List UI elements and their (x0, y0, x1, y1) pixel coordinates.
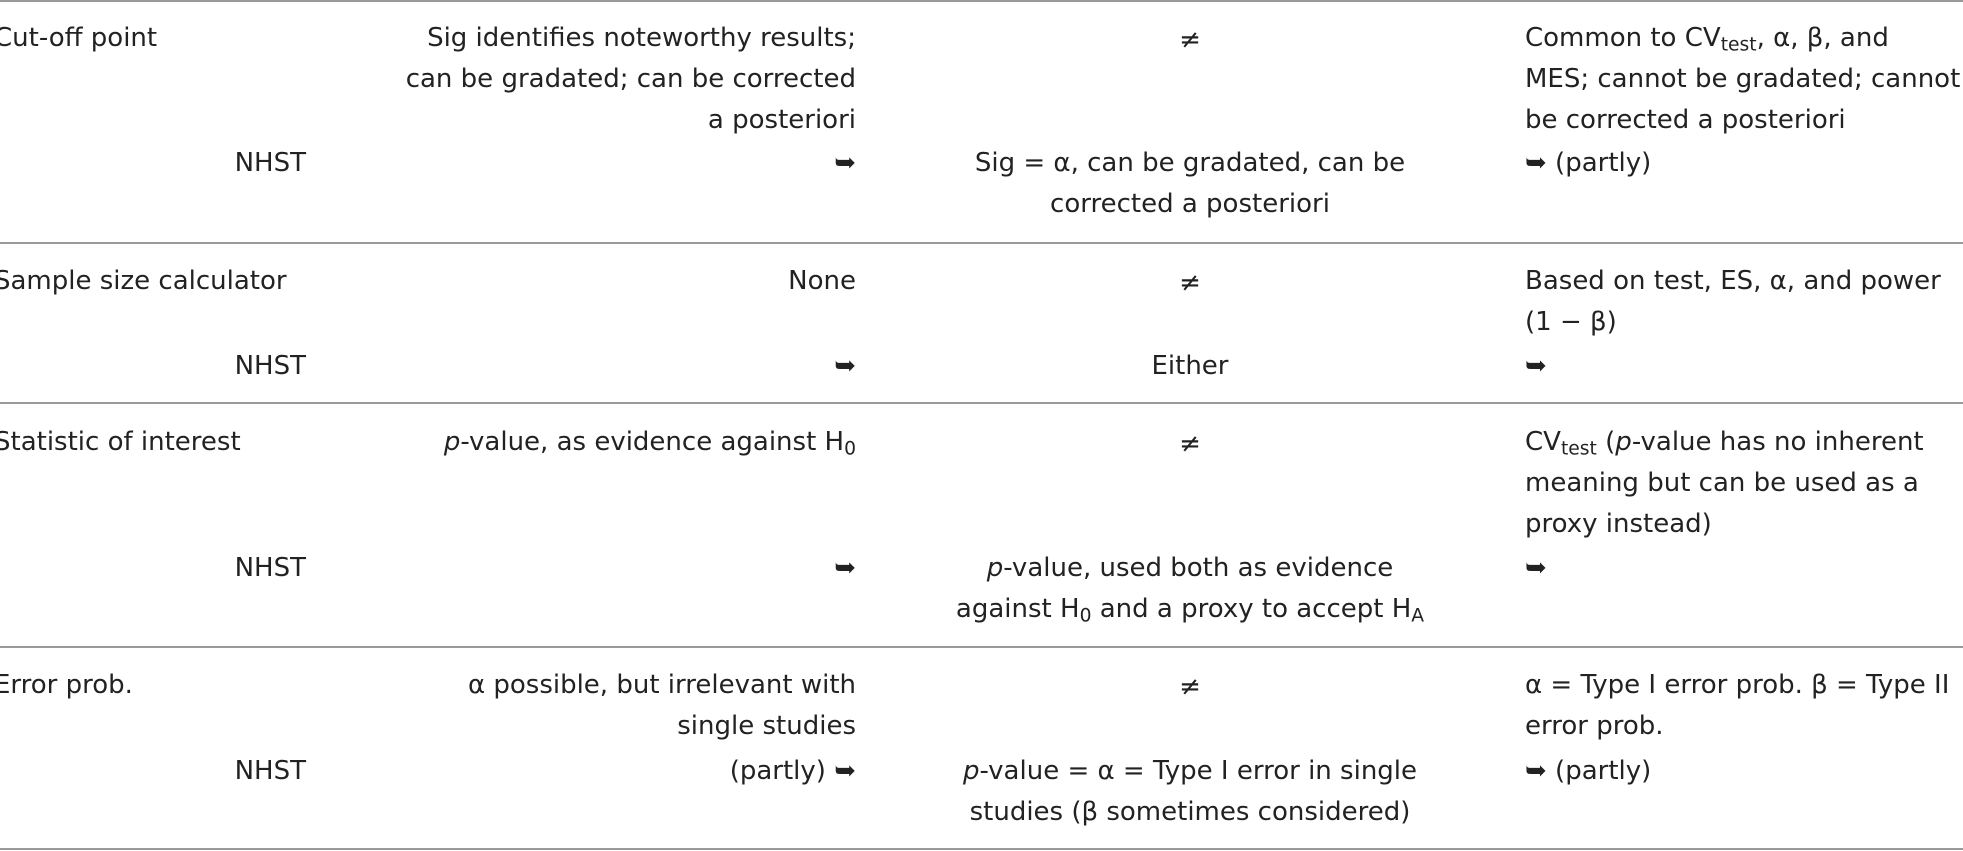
nhst-label: NHST (234, 553, 306, 583)
fisher-line: single studies (677, 711, 856, 741)
criterion-label: Sample size calculator (0, 266, 287, 296)
row-divider (0, 242, 1963, 244)
row-divider (0, 848, 1963, 850)
nhst-label: NHST (234, 351, 306, 381)
criterion-label: Statistic of interest (0, 427, 241, 457)
neyman-pearson-cell: Common to CVtest, α, β, and MES; cannot … (1525, 18, 1963, 141)
neyman-pearson-cell: Based on test, ES, α, and power (1 − β) (1525, 261, 1963, 343)
np-line: (1 − β) (1525, 307, 1617, 337)
nhst-cell: p-value, used both as evidence against H… (880, 548, 1500, 630)
np-line: Common to CVtest, α, β, and (1525, 23, 1889, 56)
row-divider (0, 646, 1963, 648)
nhst-line: corrected a posteriori (1050, 189, 1330, 219)
nhst-np-cell: ➥ (1525, 351, 1547, 381)
neyman-pearson-cell: CVtest (p-value has no inherent meaning … (1525, 422, 1963, 545)
np-line: be corrected a posteriori (1525, 105, 1846, 135)
arrow-icon: (partly) ➥ (729, 756, 856, 786)
fisher-cell: Sig identifies noteworthy results; can b… (360, 18, 856, 141)
nhst-np-cell: ➥ (partly) (1525, 148, 1652, 178)
row-divider (0, 402, 1963, 404)
np-line: Based on test, ES, α, and power (1525, 266, 1941, 296)
np-line: MES; cannot be gradated; cannot (1525, 64, 1961, 94)
nhst-label: NHST (234, 148, 306, 178)
nhst-cell: Either (1151, 351, 1229, 381)
comparison-symbol: ≠ (1179, 429, 1201, 459)
np-line: CVtest (p-value has no inherent (1525, 427, 1924, 460)
np-line: α = Type I error prob. β = Type II (1525, 670, 1950, 700)
fisher-line: Sig identifies noteworthy results; (427, 23, 856, 53)
nhst-line: Sig = α, can be gradated, can be (974, 148, 1406, 178)
fisher-cell: α possible, but irrelevant with single s… (360, 665, 856, 747)
arrow-icon: ➥ (834, 148, 856, 178)
comparison-symbol: ≠ (1179, 672, 1201, 702)
fisher-line: α possible, but irrelevant with (467, 670, 856, 700)
fisher-cell: p-value, as evidence against H0 (443, 427, 856, 460)
row-divider (0, 0, 1963, 2)
fisher-line: a posteriori (707, 105, 856, 135)
criterion-label: Cut-off point (0, 23, 158, 53)
arrow-icon: ➥ (834, 351, 856, 381)
criterion-label: Error prob. (0, 670, 133, 700)
nhst-line: p-value, used both as evidence (986, 553, 1394, 583)
fisher-line: can be gradated; can be corrected (405, 64, 856, 94)
neyman-pearson-cell: α = Type I error prob. β = Type II error… (1525, 665, 1963, 747)
nhst-cell: p-value = α = Type I error in single stu… (880, 751, 1500, 833)
comparison-symbol: ≠ (1179, 268, 1201, 298)
arrow-icon: ➥ (834, 553, 856, 583)
nhst-line: p-value = α = Type I error in single (962, 756, 1418, 786)
comparison-symbol: ≠ (1179, 25, 1201, 55)
np-line: meaning but can be used as a (1525, 468, 1919, 498)
nhst-np-cell: ➥ (partly) (1525, 756, 1652, 786)
nhst-label: NHST (234, 756, 306, 786)
fisher-cell: None (788, 266, 856, 296)
np-line: error prob. (1525, 711, 1664, 741)
nhst-np-cell: ➥ (1525, 553, 1547, 583)
np-line: proxy instead) (1525, 509, 1712, 539)
nhst-line: against H0 and a proxy to accept HA (955, 594, 1425, 627)
nhst-line: studies (β sometimes considered) (969, 797, 1411, 827)
nhst-cell: Sig = α, can be gradated, can be correct… (880, 143, 1500, 225)
